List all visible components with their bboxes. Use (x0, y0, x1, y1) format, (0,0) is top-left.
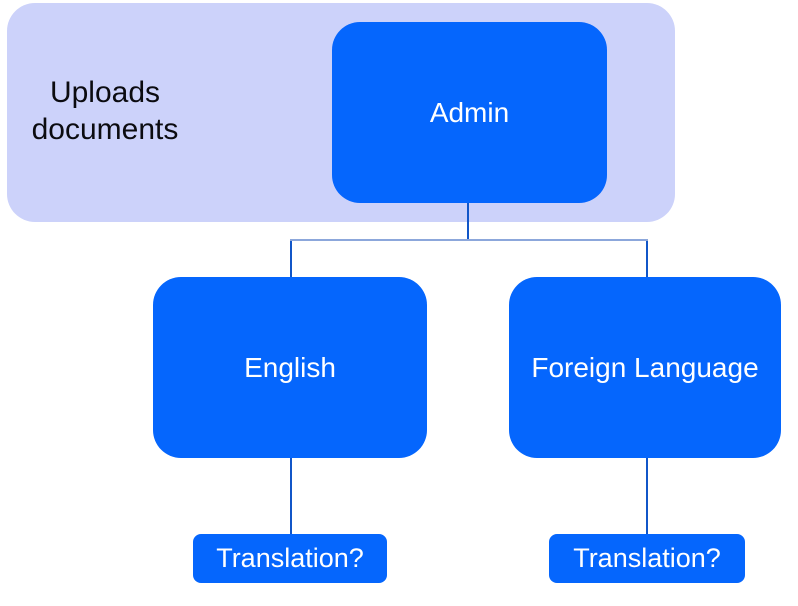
foreign-language-node-label: Foreign Language (531, 351, 759, 383)
admin-node[interactable]: Admin (332, 22, 607, 203)
admin-node-label: Admin (429, 96, 510, 128)
translation-left-node-label: Translation? (216, 543, 364, 573)
foreign-language-node[interactable]: Foreign Language (509, 277, 781, 458)
connector-branch-left-down (290, 241, 292, 277)
connector-admin-down (467, 203, 469, 240)
connector-english-to-translation (290, 458, 292, 534)
translation-left-node[interactable]: Translation? (193, 534, 387, 583)
connector-foreign-to-translation (646, 458, 648, 534)
connector-branch-horizontal (290, 239, 648, 241)
translation-right-node-label: Translation? (573, 543, 721, 573)
connector-branch-right-down (646, 241, 648, 277)
english-node-label: English (244, 351, 336, 383)
translation-right-node[interactable]: Translation? (549, 534, 745, 583)
uploads-documents-label: Uploads documents (31, 76, 179, 146)
english-node[interactable]: English (153, 277, 427, 458)
